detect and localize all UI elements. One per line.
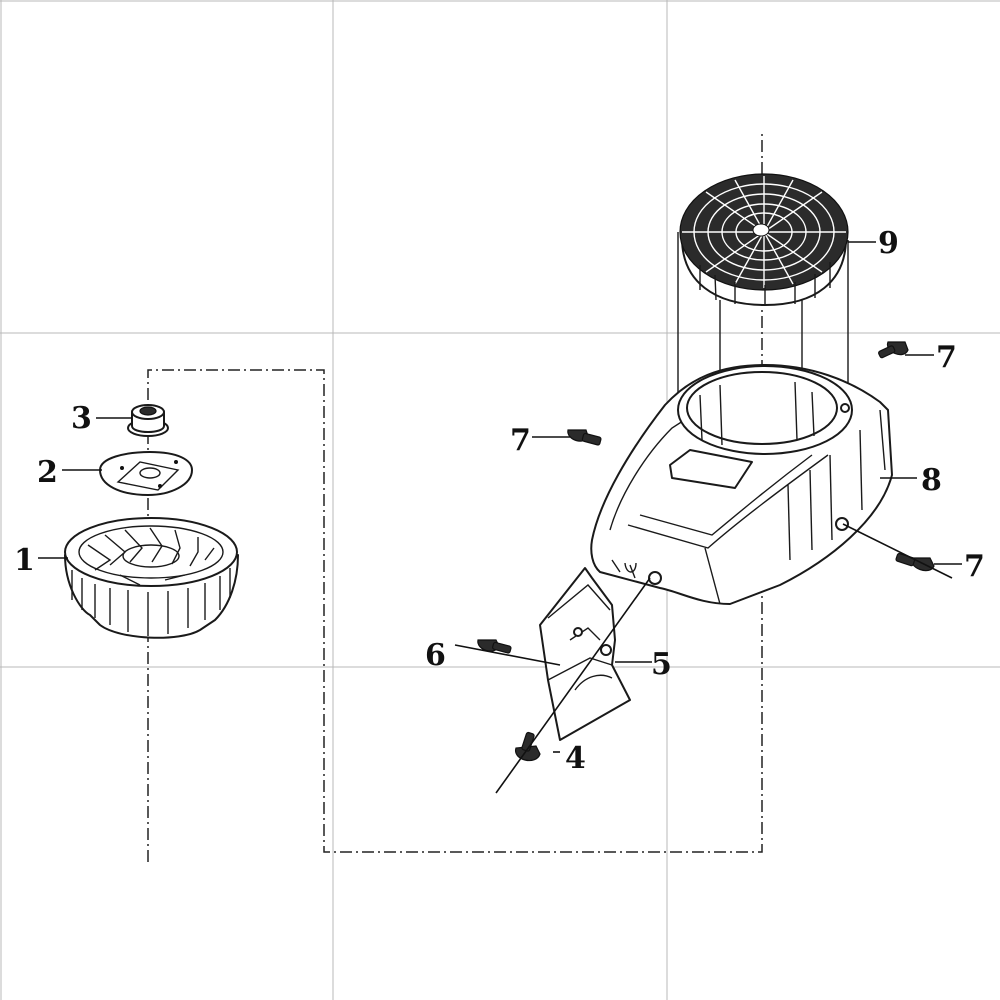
callout-5: 5 bbox=[651, 647, 672, 682]
leader-lines bbox=[38, 241, 962, 794]
callout-7-top-right: 7 bbox=[936, 340, 957, 375]
fan-shroud-cover-icon bbox=[590, 364, 893, 605]
callout-8: 8 bbox=[921, 463, 942, 498]
assembly-lines bbox=[147, 130, 849, 862]
flange-bolt-icon bbox=[895, 552, 935, 572]
flange-bolt-icon bbox=[567, 429, 602, 446]
callout-labels: 1 2 3 4 5 6 7 7 7 8 9 bbox=[14, 226, 985, 776]
air-guide-bracket-icon bbox=[539, 567, 631, 741]
callout-7-bottom-right: 7 bbox=[964, 549, 985, 584]
callout-4: 4 bbox=[565, 741, 586, 776]
callout-1: 1 bbox=[14, 543, 35, 578]
flange-nut-icon bbox=[127, 404, 169, 437]
flywheel-fan-icon bbox=[64, 517, 239, 639]
flange-bolt-icon bbox=[878, 341, 909, 359]
flange-bolt-icon bbox=[477, 639, 512, 654]
callout-9: 9 bbox=[878, 226, 899, 261]
callout-2: 2 bbox=[37, 455, 58, 490]
callout-6: 6 bbox=[425, 638, 446, 673]
fan-screen-grille-icon bbox=[679, 173, 849, 306]
callout-3: 3 bbox=[71, 401, 92, 436]
flywheel-washer-icon bbox=[99, 451, 193, 496]
callout-7-left: 7 bbox=[510, 423, 531, 458]
